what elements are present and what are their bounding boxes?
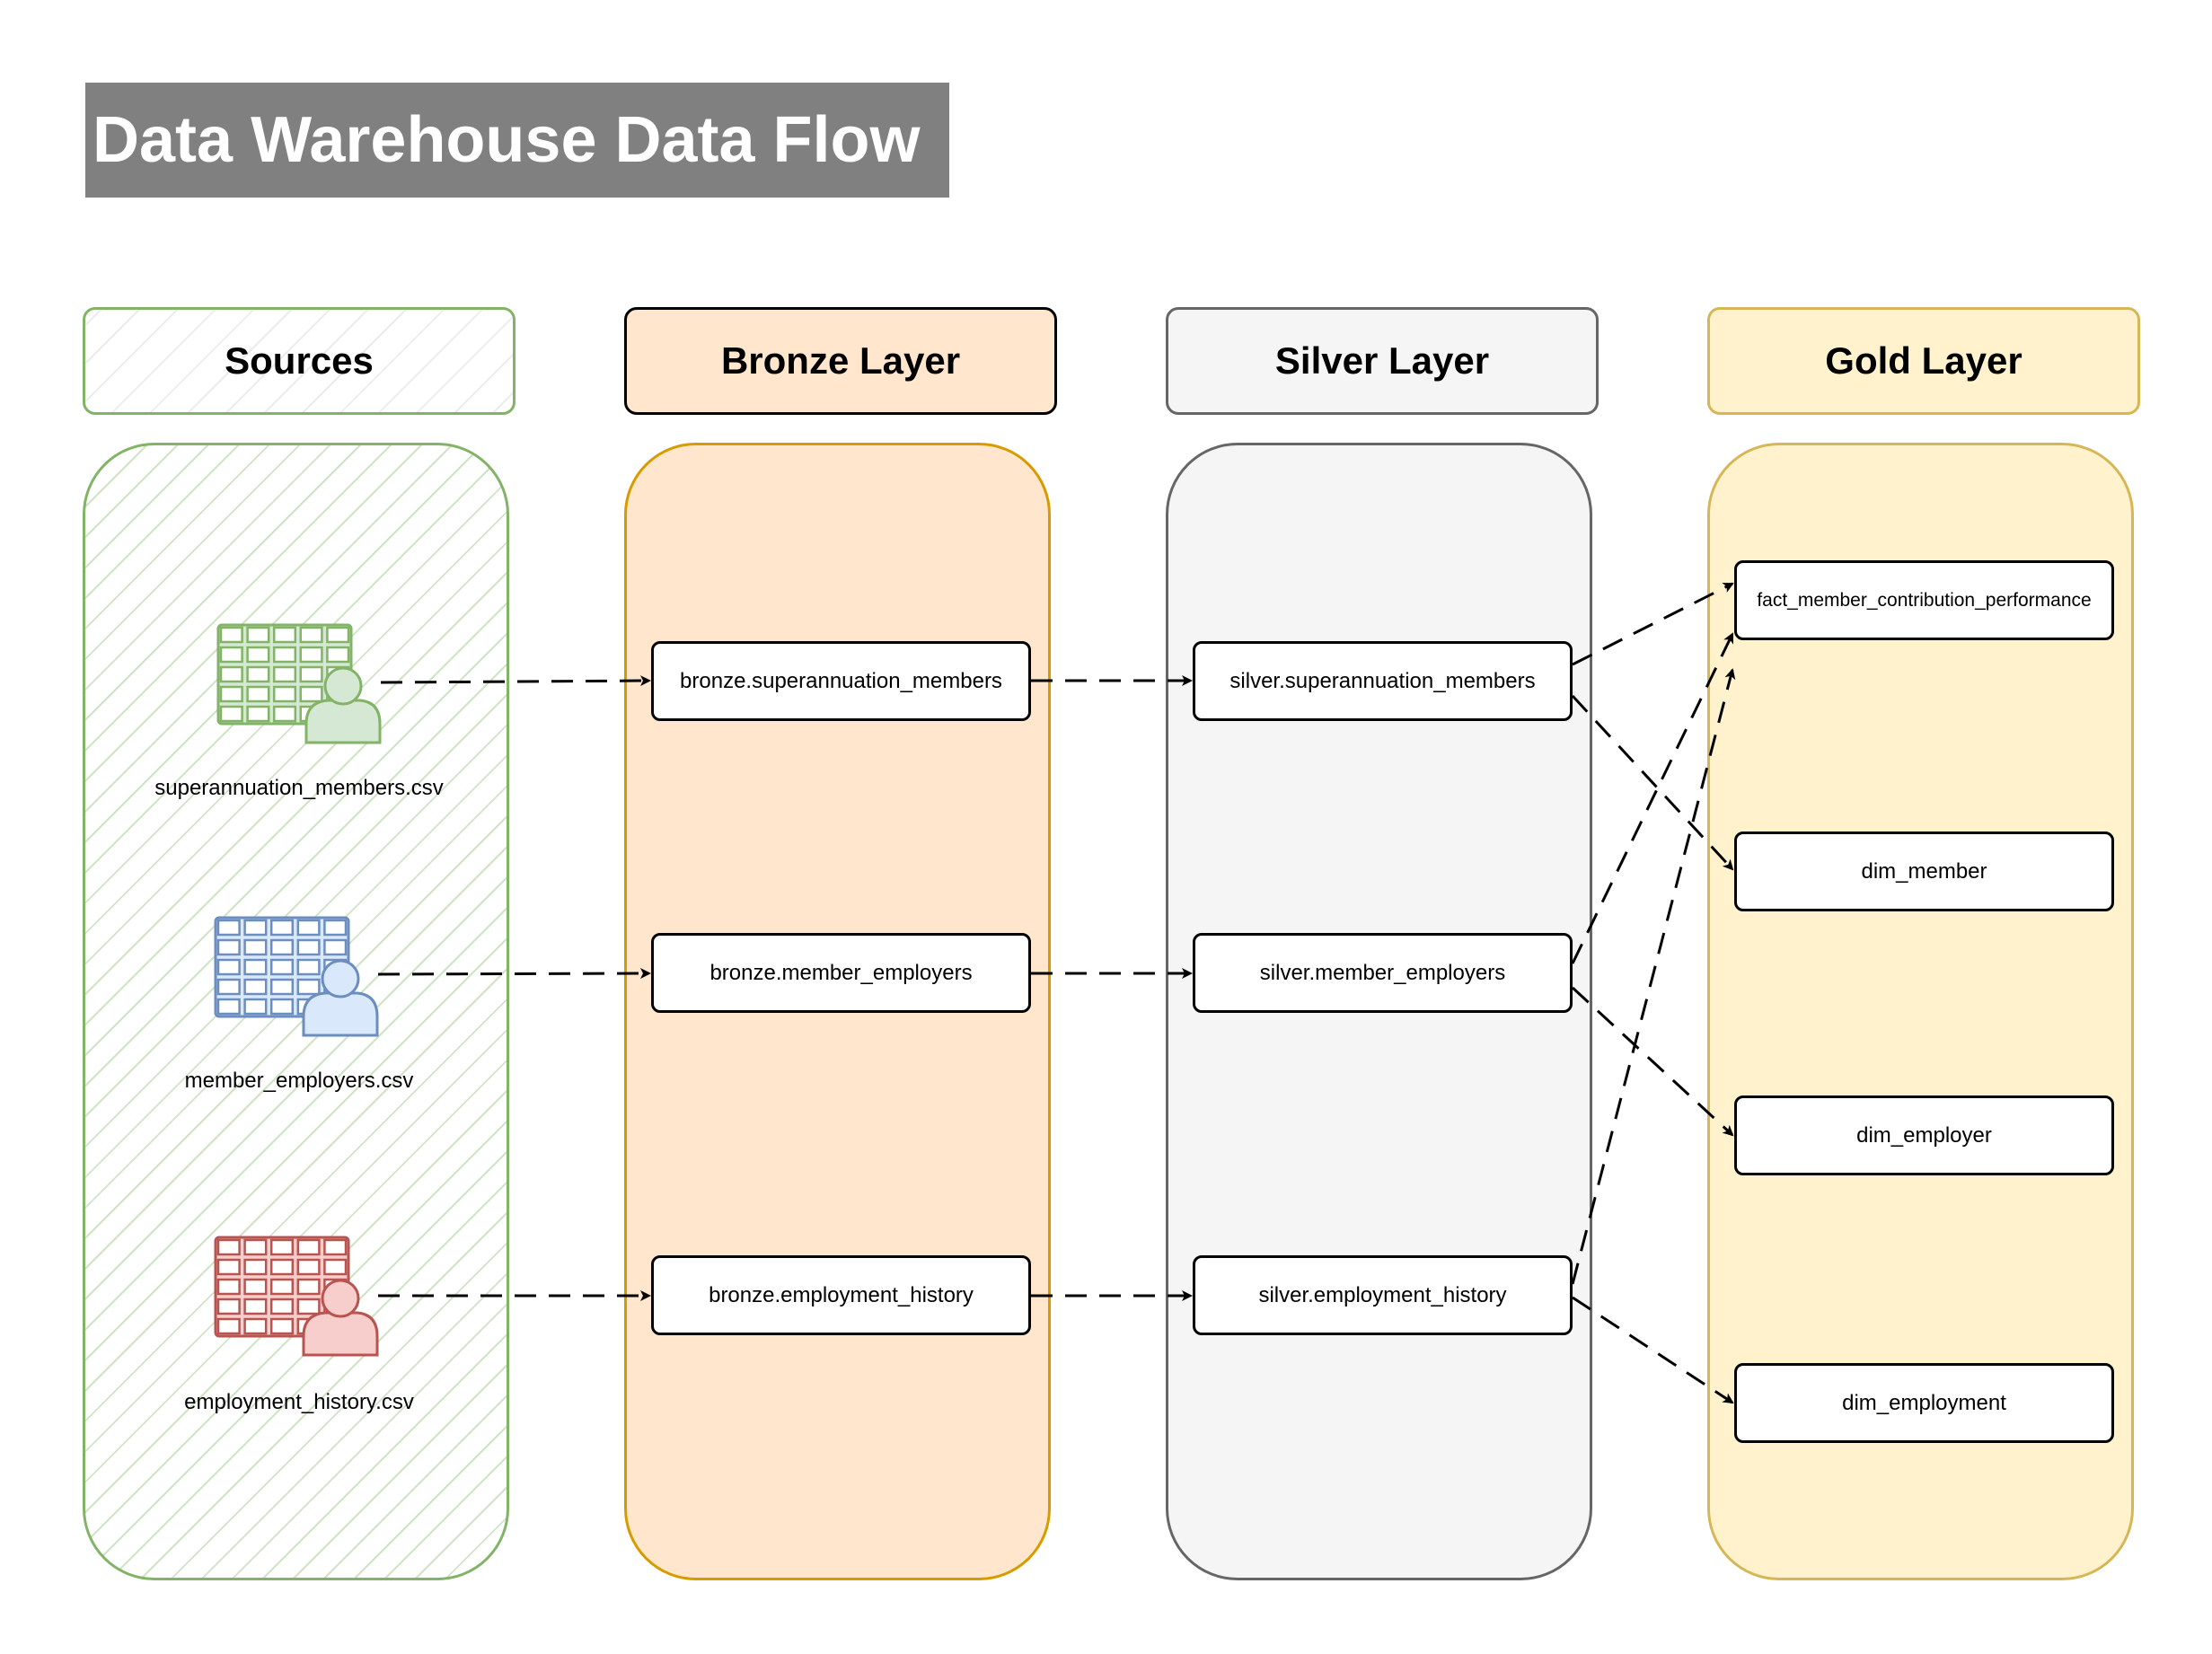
flow-arrow: [377, 968, 651, 980]
layer-header-sources: Sources: [83, 307, 516, 415]
gold-table-node[interactable]: fact_member_contribution_performance: [1734, 560, 2114, 640]
layer-header-gold: Gold Layer: [1707, 307, 2140, 415]
silver-table-node[interactable]: silver.superannuation_members: [1193, 641, 1573, 721]
source-label: employment_history.csv: [184, 1390, 414, 1414]
diagram-title: Data Warehouse Data Flow: [85, 83, 949, 198]
source-label: superannuation_members.csv: [154, 776, 444, 800]
flow-arrow: [1571, 694, 1734, 871]
flow-arrow: [1571, 986, 1734, 1137]
csv-user-icon: [214, 1236, 379, 1357]
flow-arrow: [380, 675, 651, 687]
gold-table-node[interactable]: dim_employer: [1734, 1095, 2114, 1175]
bronze-table-node[interactable]: bronze.member_employers: [651, 933, 1031, 1013]
flow-arrow: [1571, 632, 1734, 964]
layer-header-silver: Silver Layer: [1166, 307, 1599, 415]
csv-user-icon: [216, 623, 382, 744]
flow-arrow: [1572, 1296, 1734, 1404]
gold-table-node[interactable]: dim_employment: [1734, 1363, 2114, 1443]
flow-arrow: [1571, 668, 1736, 1285]
csv-user-icon: [214, 916, 379, 1037]
bronze-table-node[interactable]: bronze.employment_history: [651, 1255, 1031, 1335]
bronze-table-node[interactable]: bronze.superannuation_members: [651, 641, 1031, 721]
gold-table-node[interactable]: dim_member: [1734, 831, 2114, 911]
source-label: member_employers.csv: [184, 1069, 414, 1093]
silver-table-node[interactable]: silver.employment_history: [1193, 1255, 1573, 1335]
layer-header-bronze: Bronze Layer: [624, 307, 1057, 415]
silver-table-node[interactable]: silver.member_employers: [1193, 933, 1573, 1013]
flow-arrow: [1572, 582, 1734, 666]
